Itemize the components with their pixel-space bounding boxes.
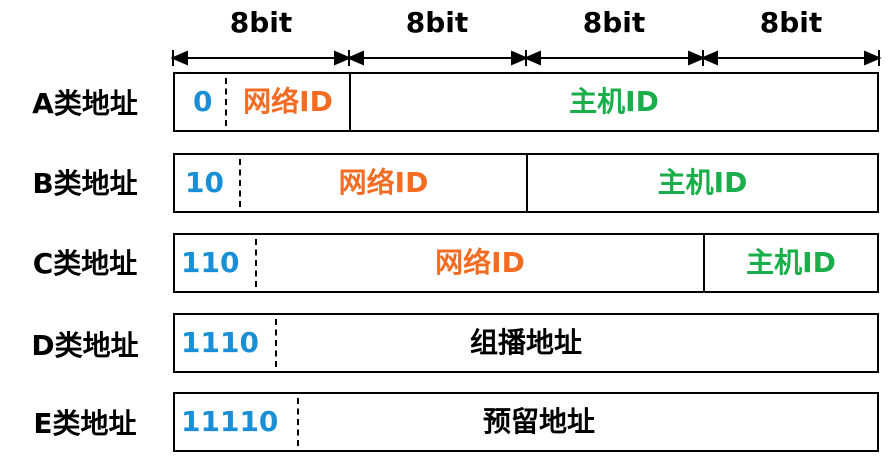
network-id-b: 网络ID: [338, 166, 429, 199]
dashed-divider-b: [239, 159, 241, 207]
dashed-divider-e: [297, 398, 299, 446]
row-label-a: A类地址: [32, 87, 138, 120]
solid-divider-c: [703, 235, 705, 291]
address-box-b: 10 网络ID 主机ID: [173, 153, 879, 213]
host-id-b: 主机ID: [657, 166, 748, 199]
network-id-a: 网络ID: [243, 85, 333, 118]
row-label-c: C类地址: [32, 247, 138, 280]
network-id-c: 网络ID: [435, 246, 525, 279]
address-box-c: 110 网络ID 主机ID: [173, 233, 879, 293]
dashed-divider-d: [275, 319, 277, 367]
dashed-divider-c: [255, 239, 257, 287]
bit-width-arrows: [170, 50, 882, 66]
row-label-b: B类地址: [32, 167, 138, 200]
multicast-address: 组播地址: [469, 326, 582, 359]
prefix-d: 1110: [181, 326, 259, 359]
dashed-divider-a: [225, 78, 227, 126]
prefix-e: 11110: [181, 405, 279, 438]
bit-label-3: 8bit: [582, 6, 646, 39]
solid-divider-b: [526, 155, 528, 211]
host-id-c: 主机ID: [746, 246, 836, 279]
bit-label-1: 8bit: [229, 6, 293, 39]
reserved-address: 预留地址: [482, 405, 595, 438]
bit-label-4: 8bit: [759, 6, 823, 39]
prefix-c: 110: [181, 246, 240, 279]
prefix-a: 0: [193, 85, 213, 118]
solid-divider-a: [349, 74, 351, 130]
address-box-a: 0 网络ID 主机ID: [173, 72, 879, 132]
host-id-a: 主机ID: [569, 85, 659, 118]
prefix-b: 10: [185, 166, 224, 199]
address-box-d: 1110 组播地址: [173, 313, 879, 373]
bit-label-2: 8bit: [405, 6, 469, 39]
address-box-e: 11110 预留地址: [173, 392, 879, 452]
row-label-d: D类地址: [31, 329, 139, 362]
row-label-e: E类地址: [33, 407, 137, 440]
